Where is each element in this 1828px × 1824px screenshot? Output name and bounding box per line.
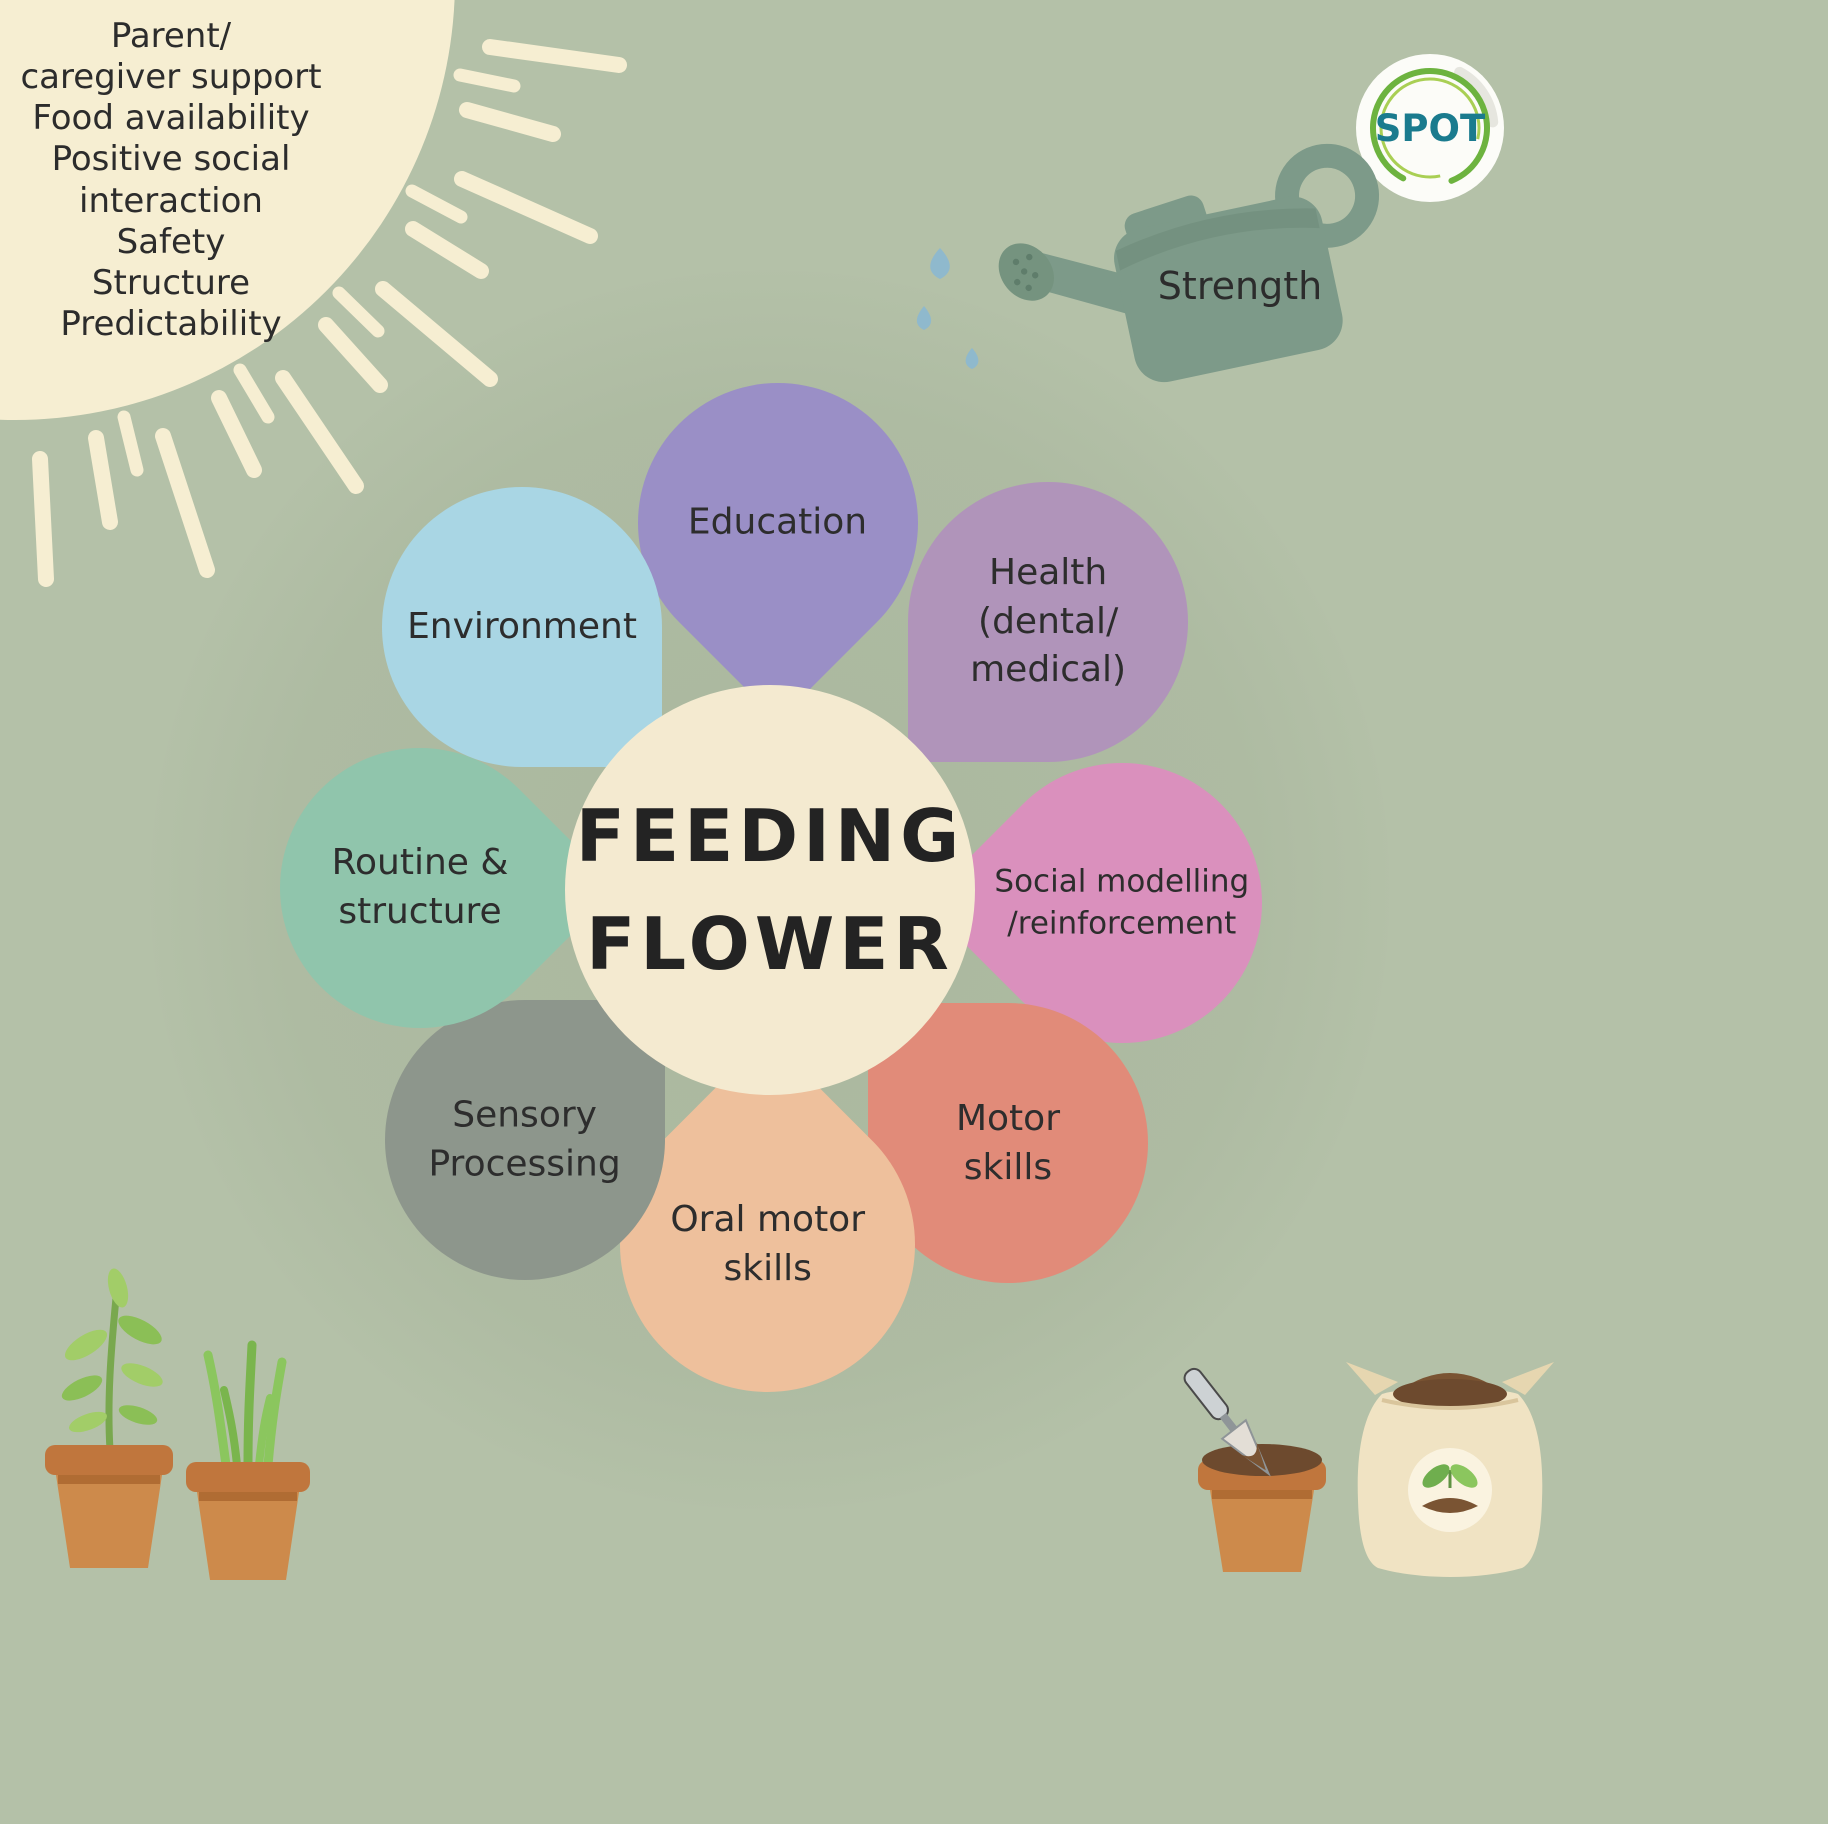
petal-education-label: Education	[688, 501, 868, 543]
flower-center: FEEDING FLOWER	[565, 685, 975, 1095]
petal-social-modelling-label: Social modelling /reinforcement	[994, 863, 1250, 941]
petal-health-label: Health (dental/ medical)	[970, 552, 1126, 691]
sun-rays-graphic	[32, 39, 627, 587]
petal-motor-skills-label: Motor skills	[955, 1097, 1061, 1187]
petal-oral-motor-skills-label: Oral motor skills	[670, 1198, 865, 1289]
petal-sensory-processing: Sensory Processing	[385, 1000, 665, 1280]
spot-logo: SPOT	[1356, 54, 1504, 202]
watering-can-graphic	[916, 143, 1380, 383]
gardening-supplies-graphic	[1183, 1362, 1554, 1577]
spot-logo-text: SPOT	[1375, 107, 1486, 150]
petal-sensory-processing-label: Sensory Processing	[428, 1094, 622, 1185]
watering-can-label: Strength	[1157, 264, 1323, 308]
potted-plants-graphic	[45, 1268, 310, 1580]
petal-health: Health (dental/ medical)	[908, 482, 1188, 762]
trowel-icon	[1183, 1367, 1271, 1477]
flower-title: FEEDING FLOWER	[575, 794, 965, 986]
sun-factors-text: Parent/ caregiver support Food availabil…	[20, 16, 322, 344]
petal-environment-label: Environment	[407, 605, 637, 647]
petal-environment: Environment	[382, 487, 662, 767]
petal-routine-structure-label: Routine & structure	[331, 842, 509, 932]
